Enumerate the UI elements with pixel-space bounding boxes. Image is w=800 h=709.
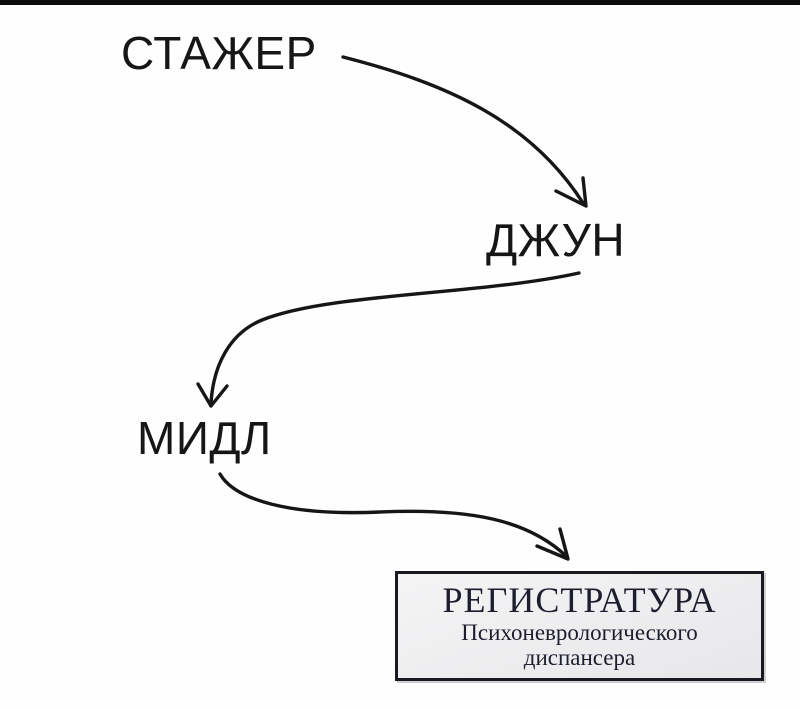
node-stazher-label: СТАЖЕР [121, 27, 317, 79]
registratura-sign: РЕГИСТРАТУРА Психоневрологического диспа… [395, 571, 764, 681]
top-border-bar [0, 0, 800, 5]
node-dzhun-label: ДЖУН [486, 214, 626, 266]
arrow-stazher-to-dzhun [341, 55, 588, 208]
sign-subtitle-line1: Психоневрологического [461, 620, 698, 645]
node-midl-label: МИДЛ [137, 412, 272, 464]
arrow-dzhun-to-midl [196, 271, 581, 408]
arrowhead-down-right-icon [535, 527, 570, 561]
sign-title: РЕГИСТРАТУРА [442, 580, 717, 620]
arrow-midl-to-registratura [218, 472, 570, 561]
arrowhead-down-right-icon [554, 176, 588, 208]
arrowhead-down-icon [196, 382, 229, 408]
sign-subtitle-line2: диспансера [523, 645, 636, 670]
